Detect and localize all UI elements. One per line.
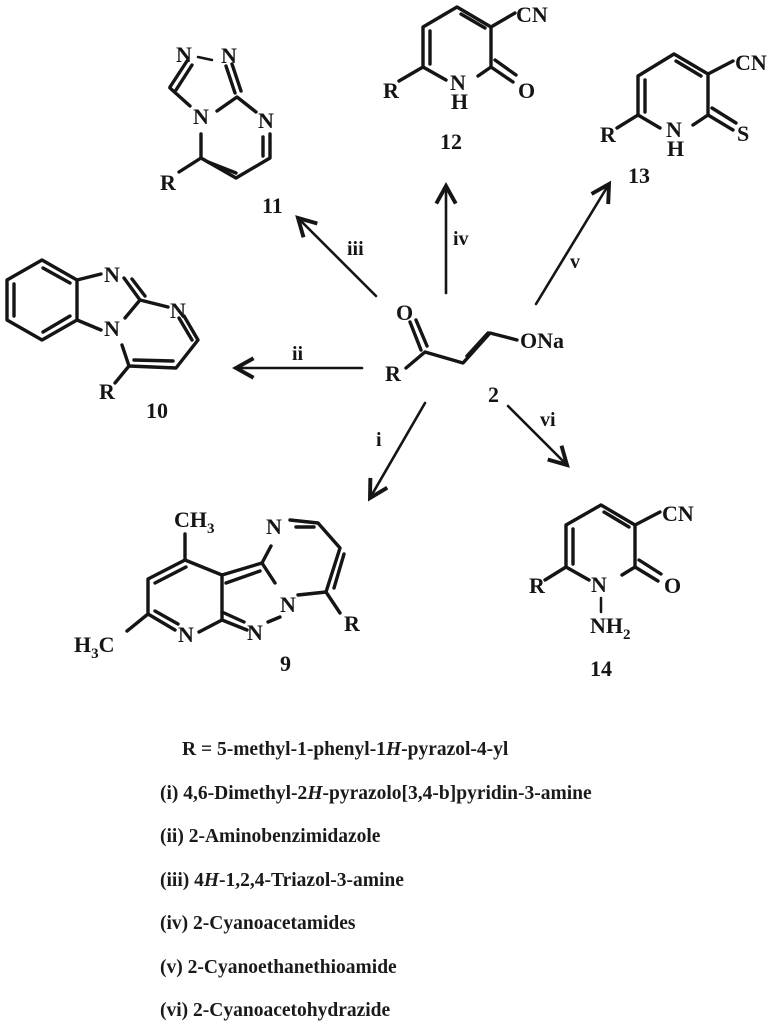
arrow-iii bbox=[298, 218, 378, 298]
compound-12-structure: CN N H O R 12 bbox=[383, 2, 548, 154]
label-iv: iv bbox=[453, 228, 469, 250]
atom-cn: CN bbox=[662, 501, 694, 526]
atom-o: O bbox=[396, 300, 413, 325]
arrow-v bbox=[534, 184, 609, 306]
atom-nh2: NH2 bbox=[590, 613, 631, 643]
label-iii: iii bbox=[347, 238, 364, 260]
atom-r: R bbox=[344, 611, 361, 636]
atom-n-ring: N bbox=[258, 108, 274, 133]
r-group-definition: R = 5-methyl-1-phenyl-1H-pyrazol-4-yl bbox=[182, 739, 509, 760]
atom-r: R bbox=[383, 78, 400, 103]
reaction-arrows: iii iv v ii i vi bbox=[236, 184, 609, 498]
compound-number-2: 2 bbox=[488, 382, 499, 407]
atom-ona: ONa bbox=[520, 328, 564, 353]
atom-n2: N bbox=[221, 43, 237, 68]
atom-h3c: H3C bbox=[74, 632, 115, 662]
compound-14-structure: CN N O R NH2 14 bbox=[529, 501, 694, 681]
atom-n-pyridine: N bbox=[178, 622, 194, 647]
atom-n-pyrazole: N bbox=[247, 620, 263, 645]
atom-n-bridge: N bbox=[104, 316, 120, 341]
reaction-scheme: O ONa R 2 iii iv v ii i vi N N N N R 11 bbox=[5, 2, 767, 681]
reagent-vi: (vi) 2-Cyanoacetohydrazide bbox=[160, 1000, 391, 1021]
atom-s: S bbox=[737, 121, 749, 146]
compound-number-10: 10 bbox=[146, 398, 168, 423]
atom-r: R bbox=[385, 361, 402, 386]
scheme-legend: R = 5-methyl-1-phenyl-1H-pyrazol-4-yl (i… bbox=[160, 728, 592, 1033]
reagent-iv: (iv) 2-Cyanoacetamides bbox=[160, 913, 356, 934]
atom-r: R bbox=[529, 573, 546, 598]
reagent-iii: (iii) 4H-1,2,4-Triazol-3-amine bbox=[160, 869, 404, 891]
compound-2-structure: O ONa R 2 bbox=[385, 300, 564, 407]
compound-number-12: 12 bbox=[440, 129, 462, 154]
atom-h: H bbox=[667, 136, 684, 161]
atom-ch3-top: CH3 bbox=[174, 507, 215, 537]
reagent-ii: (ii) 2-Aminobenzimidazole bbox=[160, 826, 381, 847]
atom-h: H bbox=[451, 89, 468, 114]
compound-11-structure: N N N N R 11 bbox=[160, 42, 283, 218]
label-vi: vi bbox=[540, 409, 556, 431]
atom-o: O bbox=[664, 573, 681, 598]
atom-n: N bbox=[591, 572, 607, 597]
atom-n: N bbox=[450, 70, 466, 95]
atom-r: R bbox=[99, 379, 116, 404]
label-v: v bbox=[570, 251, 580, 273]
atom-n-right: N bbox=[170, 298, 186, 323]
atom-cn: CN bbox=[735, 50, 767, 75]
atom-o: O bbox=[518, 78, 535, 103]
atom-n-bridge: N bbox=[193, 104, 209, 129]
compound-number-11: 11 bbox=[262, 193, 283, 218]
compound-9-structure: CH3 N N N N R H3C 9 bbox=[74, 507, 361, 676]
atom-n1: N bbox=[176, 42, 192, 67]
reagent-v: (v) 2-Cyanoethanethioamide bbox=[160, 956, 397, 978]
atom-r: R bbox=[600, 122, 617, 147]
atom-r: R bbox=[160, 170, 177, 195]
compound-number-9: 9 bbox=[280, 651, 291, 676]
atom-n-pyrimidine: N bbox=[266, 514, 282, 539]
label-ii: ii bbox=[292, 343, 304, 365]
atom-n-bridge: N bbox=[280, 592, 296, 617]
arrow-vi bbox=[506, 404, 567, 465]
compound-number-13: 13 bbox=[628, 163, 650, 188]
compound-13-structure: CN N H S R 13 bbox=[600, 50, 767, 188]
atom-n-top: N bbox=[104, 262, 120, 287]
atom-cn: CN bbox=[516, 2, 548, 27]
reagent-i: (i) 4,6-Dimethyl-2H-pyrazolo[3,4-b]pyrid… bbox=[160, 782, 592, 804]
compound-number-14: 14 bbox=[590, 656, 612, 681]
compound-10-structure: N N N R 10 bbox=[5, 258, 200, 423]
atom-n: N bbox=[666, 117, 682, 142]
arrow-i bbox=[370, 401, 427, 498]
label-i: i bbox=[376, 429, 382, 451]
